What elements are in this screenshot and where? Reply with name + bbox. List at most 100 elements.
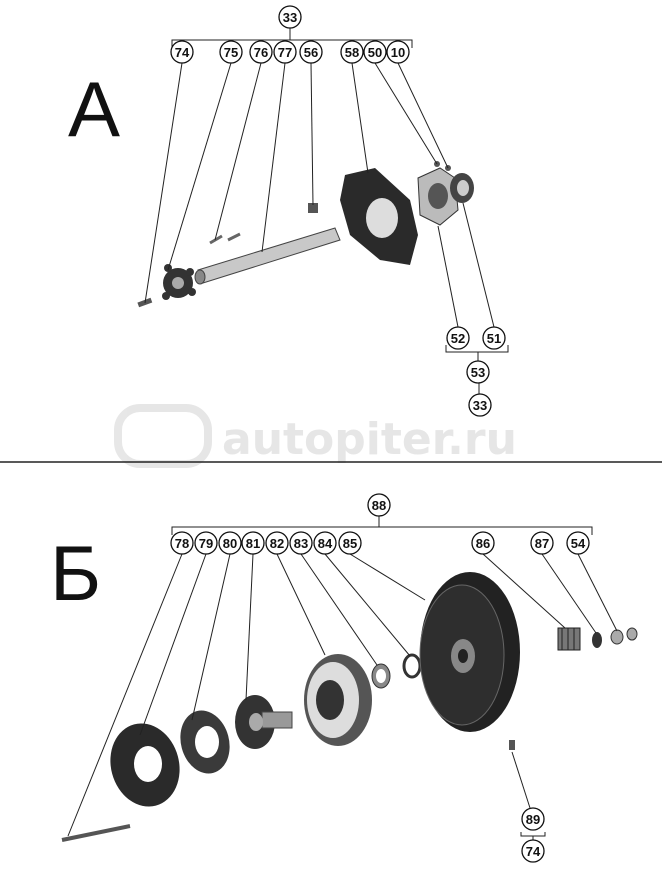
cup-82 xyxy=(304,654,372,746)
leader-line xyxy=(214,62,262,241)
leader-line xyxy=(462,202,495,328)
callout-76: 76 xyxy=(249,40,273,64)
callout-number: 58 xyxy=(345,45,359,60)
key-76b xyxy=(227,232,241,242)
leader-line xyxy=(245,553,254,701)
leader-line xyxy=(577,553,618,632)
leader-line xyxy=(167,62,232,271)
callout-54: 54 xyxy=(566,531,590,555)
watermark-text: autopiter.ru xyxy=(222,414,517,465)
callout-number: 33 xyxy=(473,398,487,413)
callout-74-parent: 74 xyxy=(521,839,545,863)
callout-84: 84 xyxy=(313,531,337,555)
callout-86: 86 xyxy=(471,531,495,555)
callout-number: 56 xyxy=(304,45,318,60)
callout-50: 50 xyxy=(363,40,387,64)
callout-78: 78 xyxy=(170,531,194,555)
callout-number: 84 xyxy=(318,536,333,551)
bracket-b xyxy=(171,526,593,535)
callout-33-parent: 33 xyxy=(468,393,492,417)
callout-number: 53 xyxy=(471,365,485,380)
leader-line xyxy=(300,553,378,666)
leader-line xyxy=(324,553,411,657)
callout-number: 81 xyxy=(246,536,260,551)
callout-52: 52 xyxy=(446,326,470,350)
section-b-parts xyxy=(61,572,638,842)
callout-number: 78 xyxy=(175,536,189,551)
callout-83: 83 xyxy=(289,531,313,555)
callout-87: 87 xyxy=(530,531,554,555)
nut-83 xyxy=(371,663,391,689)
bracket-a-lower xyxy=(445,345,509,353)
bolt-78 xyxy=(61,824,131,842)
hub-80 xyxy=(235,695,293,749)
flange-housing-52 xyxy=(417,167,459,226)
callout-82: 82 xyxy=(265,531,289,555)
callout-number: 82 xyxy=(270,536,284,551)
leader-line xyxy=(310,62,314,206)
callout-79: 79 xyxy=(194,531,218,555)
callout-80: 80 xyxy=(218,531,242,555)
bracket-a xyxy=(171,39,413,48)
callout-number: 52 xyxy=(451,331,465,346)
callout-85: 85 xyxy=(338,531,362,555)
callout-74: 74 xyxy=(170,40,194,64)
callout-89: 89 xyxy=(521,807,545,831)
section-a-parts xyxy=(137,161,474,308)
callout-number: 87 xyxy=(535,536,549,551)
leader-line xyxy=(261,62,286,253)
callout-assembly-a: 33 xyxy=(278,5,302,29)
callout-number: 51 xyxy=(487,331,501,346)
leader-line xyxy=(191,553,231,721)
callout-number: 50 xyxy=(368,45,382,60)
leader-line xyxy=(397,62,449,169)
callout-number: 74 xyxy=(526,844,541,859)
callout-number: 77 xyxy=(278,45,292,60)
plate-58 xyxy=(340,168,418,265)
leader-line xyxy=(139,553,207,736)
bolt-56 xyxy=(308,203,318,213)
callout-number: 75 xyxy=(224,45,238,60)
callout-number: 83 xyxy=(294,536,308,551)
shaft-77 xyxy=(194,227,341,285)
leader-line xyxy=(437,225,459,328)
callout-number: 76 xyxy=(254,45,268,60)
plate-78 xyxy=(110,723,180,807)
callout-77: 77 xyxy=(273,40,297,64)
key-76 xyxy=(209,234,223,245)
callout-81: 81 xyxy=(241,531,265,555)
grease-fitting-89 xyxy=(509,740,515,750)
washer-87 xyxy=(592,632,602,648)
sprocket-75 xyxy=(162,264,196,300)
leader-line xyxy=(482,553,566,629)
leader-line xyxy=(276,553,326,656)
leader-line xyxy=(374,62,438,165)
watermark: autopiter.ru xyxy=(114,404,517,468)
ring-84 xyxy=(402,653,422,679)
callout-number: 10 xyxy=(391,45,405,60)
callout-53: 53 xyxy=(466,360,490,384)
callout-number: 80 xyxy=(223,536,237,551)
callout-number: 79 xyxy=(199,536,213,551)
section-b-letter: Б xyxy=(50,529,101,617)
pulley-85 xyxy=(419,572,520,732)
bracket-b-lower xyxy=(520,832,546,837)
callout-number: 85 xyxy=(343,536,357,551)
callout-75: 75 xyxy=(219,40,243,64)
bearing-51 xyxy=(450,173,474,203)
leader-line xyxy=(349,553,426,601)
spring-86 xyxy=(557,627,581,651)
callout-51: 51 xyxy=(482,326,506,350)
leader-line xyxy=(351,62,369,174)
leader-line xyxy=(144,62,183,304)
callout-number: 88 xyxy=(372,498,386,513)
leader-line xyxy=(511,751,531,809)
callout-number: 86 xyxy=(476,536,490,551)
callout-number: 33 xyxy=(283,10,297,25)
leader-line xyxy=(67,553,183,837)
callout-10: 10 xyxy=(386,40,410,64)
callout-number: 54 xyxy=(571,536,586,551)
callout-assembly-b: 88 xyxy=(367,493,391,517)
callout-58: 58 xyxy=(340,40,364,64)
